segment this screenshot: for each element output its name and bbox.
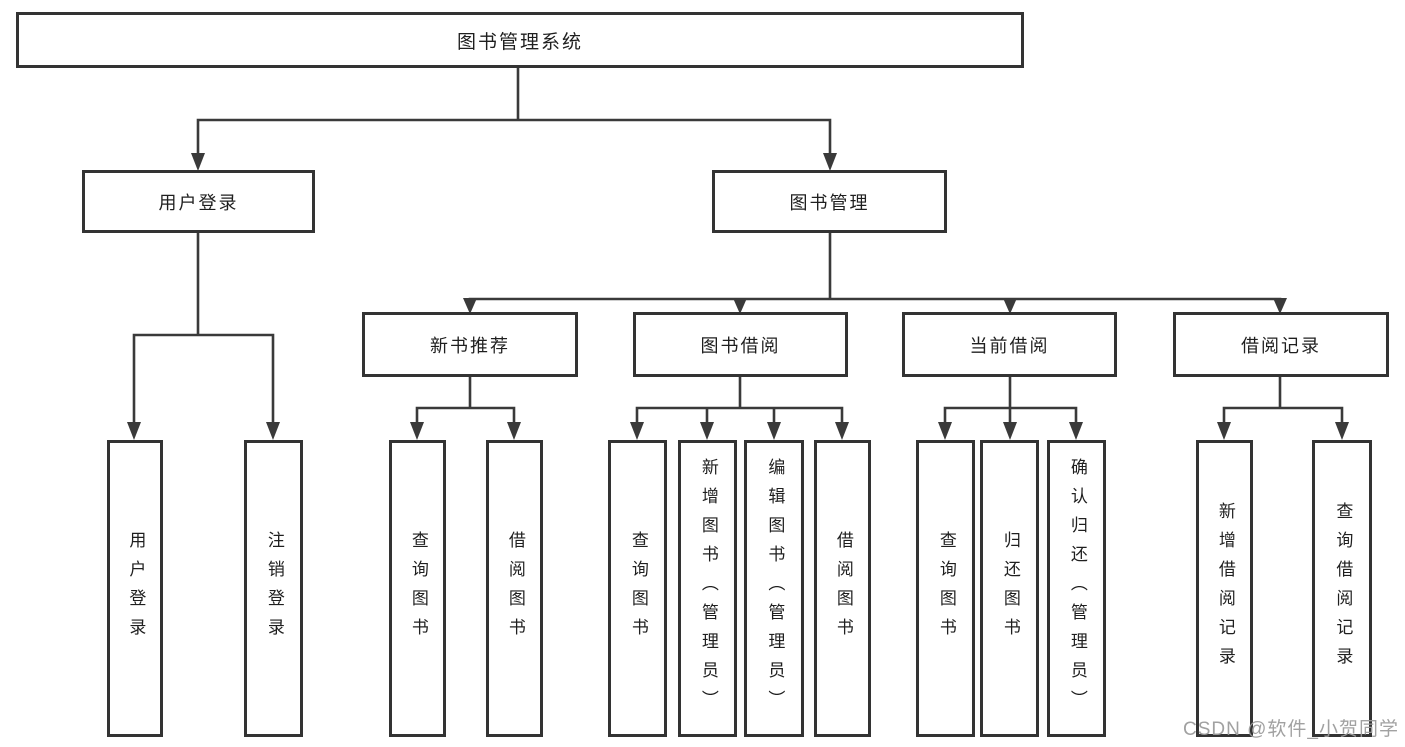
leaf-br-query-record-label: 查询借阅记录: [1333, 501, 1353, 676]
leaf-bb-add-book-admin-label: 新增图书（管理员）: [698, 458, 718, 719]
leaf-bb-edit-book-admin: 编辑图书（管理员）: [744, 440, 804, 737]
node-book-borrow: 图书借阅: [633, 312, 848, 377]
leaf-cb-return-book-label: 归还图书: [1000, 530, 1020, 647]
node-root-label: 图书管理系统: [456, 31, 583, 53]
leaf-logout: 注销登录: [244, 440, 303, 737]
csdn-watermark: CSDN @软件_小贺同学: [1183, 719, 1399, 740]
leaf-nbr-query-book: 查询图书: [389, 440, 446, 737]
leaf-bb-add-book-admin: 新增图书（管理员）: [678, 440, 737, 737]
edge-root-to-level2: [191, 66, 837, 171]
leaf-logout-label: 注销登录: [264, 530, 284, 647]
leaf-cb-return-book: 归还图书: [980, 440, 1039, 737]
leaf-bb-borrow-book: 借阅图书: [814, 440, 871, 737]
node-book-borrow-label: 图书借阅: [700, 335, 781, 356]
edge-book-management-to-level3: [463, 231, 1287, 314]
node-book-management-label: 图书管理: [789, 192, 870, 213]
node-current-borrow: 当前借阅: [902, 312, 1117, 377]
edge-new-book-recommend-to-children: [410, 375, 521, 440]
node-user-login-label: 用户登录: [158, 192, 239, 213]
node-user-login: 用户登录: [82, 170, 315, 233]
node-new-book-recommend: 新书推荐: [362, 312, 578, 377]
leaf-nbr-borrow-book-label: 借阅图书: [505, 530, 525, 647]
leaf-br-query-record: 查询借阅记录: [1312, 440, 1372, 737]
node-root: 图书管理系统: [16, 12, 1024, 68]
leaf-bb-query-book-label: 查询图书: [628, 530, 648, 647]
leaf-user-login-label: 用户登录: [126, 530, 146, 647]
leaf-cb-confirm-return-admin-label: 确认归还（管理员）: [1067, 458, 1087, 719]
leaf-cb-query-book: 查询图书: [916, 440, 975, 737]
leaf-cb-confirm-return-admin: 确认归还（管理员）: [1047, 440, 1106, 737]
leaf-nbr-borrow-book: 借阅图书: [486, 440, 543, 737]
node-new-book-recommend-label: 新书推荐: [430, 335, 510, 356]
leaf-user-login: 用户登录: [107, 440, 163, 737]
leaf-br-add-record-label: 新增借阅记录: [1215, 501, 1235, 676]
leaf-br-add-record: 新增借阅记录: [1196, 440, 1253, 737]
leaf-cb-query-book-label: 查询图书: [936, 530, 956, 647]
leaf-bb-query-book: 查询图书: [608, 440, 667, 737]
edge-book-borrow-to-children: [630, 375, 849, 440]
leaf-nbr-query-book-label: 查询图书: [408, 530, 428, 647]
node-book-management: 图书管理: [712, 170, 947, 233]
leaf-bb-borrow-book-label: 借阅图书: [833, 530, 853, 647]
edge-borrow-record-to-children: [1217, 375, 1349, 440]
leaf-bb-edit-book-admin-label: 编辑图书（管理员）: [765, 458, 785, 719]
node-current-borrow-label: 当前借阅: [969, 335, 1050, 356]
node-borrow-record-label: 借阅记录: [1241, 335, 1321, 356]
node-borrow-record: 借阅记录: [1173, 312, 1389, 377]
edge-user-login-to-children: [127, 231, 280, 440]
edge-current-borrow-to-children: [938, 375, 1083, 440]
